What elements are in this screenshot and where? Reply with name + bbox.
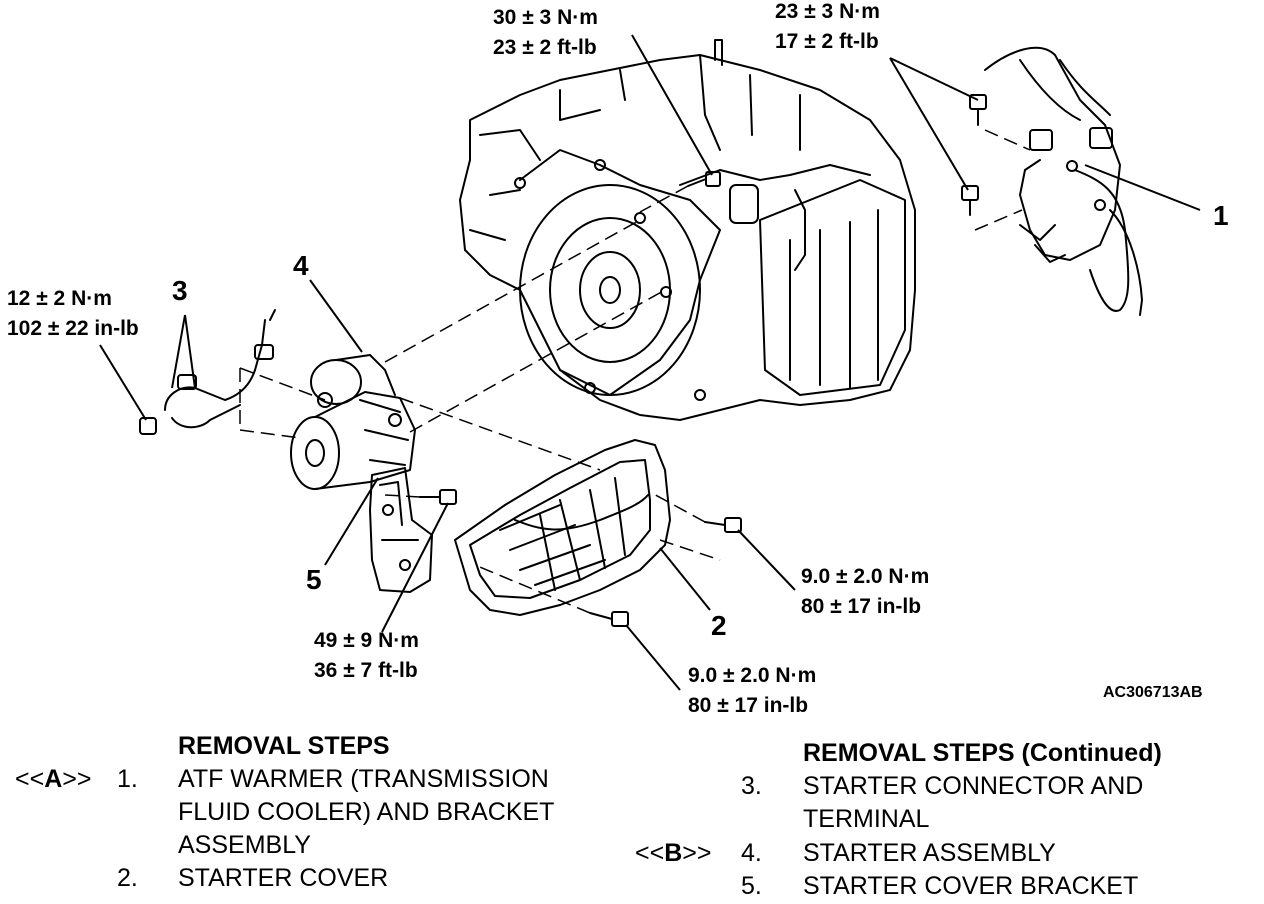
- torque-imperial: 80 ± 17 in-lb: [688, 694, 809, 717]
- step-4-tag: <<B>>: [635, 839, 712, 867]
- cover-bolts: [419, 171, 742, 627]
- leader-t-top-center: [631, 34, 713, 176]
- torque-nm: 49 ± 9 N·m: [314, 629, 419, 652]
- removal-steps-continued-heading: REMOVAL STEPS (Continued): [803, 739, 1162, 767]
- step-1-text-line-2: FLUID COOLER) AND BRACKET: [178, 798, 555, 826]
- leader-1: [1084, 164, 1201, 211]
- step-3-number: 3.: [741, 772, 762, 800]
- step-5-text: STARTER COVER BRACKET: [803, 872, 1139, 900]
- step-2-text: STARTER COVER: [178, 864, 389, 892]
- torque-nm: 23 ± 3 N·m: [775, 0, 880, 23]
- leader-t-left: [99, 344, 147, 421]
- leader-t-top-right-a: [889, 57, 979, 101]
- leader-t-right-lower: [625, 624, 681, 691]
- starter-connector: [139, 309, 276, 435]
- torque-imperial: 17 ± 2 ft-lb: [775, 30, 879, 53]
- callout-4: 4: [293, 250, 309, 281]
- torque-nm: 30 ± 3 N·m: [493, 6, 598, 29]
- torque-imperial: 36 ± 7 ft-lb: [314, 659, 418, 682]
- callout-1: 1: [1213, 200, 1229, 231]
- leader-2: [659, 547, 711, 611]
- leader-3b: [184, 314, 196, 389]
- step-1-text-line-3: ASSEMBLY: [178, 831, 311, 859]
- atf-bolts: [961, 94, 987, 216]
- leader-3a: [171, 314, 186, 389]
- step-5-number: 5.: [741, 872, 762, 900]
- torque-label-right-lower: 9.0 ± 2.0 N·m 80 ± 17 in-lb: [688, 661, 816, 721]
- torque-label-right-upper: 9.0 ± 2.0 N·m 80 ± 17 in-lb: [801, 562, 929, 622]
- callout-5: 5: [306, 564, 322, 595]
- leader-t-right-upper: [737, 529, 796, 591]
- step-3-text-line-2: TERMINAL: [803, 805, 930, 833]
- torque-label-bottom-center: 49 ± 9 N·m 36 ± 7 ft-lb: [314, 626, 419, 686]
- torque-imperial: 23 ± 2 ft-lb: [493, 36, 597, 59]
- callout-3: 3: [172, 275, 188, 306]
- torque-label-top-center: 30 ± 3 N·m 23 ± 2 ft-lb: [493, 3, 598, 63]
- torque-nm: 12 ± 2 N·m: [7, 287, 112, 310]
- step-3-text-line-1: STARTER CONNECTOR AND: [803, 772, 1144, 800]
- removal-steps-heading: REMOVAL STEPS: [178, 732, 390, 760]
- starter-cover-bracket: [369, 467, 433, 593]
- callout-2: 2: [711, 610, 727, 641]
- leader-t-bottom: [381, 502, 449, 633]
- figure-code: AC306713AB: [1103, 684, 1203, 701]
- step-1-text-line-1: ATF WARMER (TRANSMISSION: [178, 765, 549, 793]
- step-4-text: STARTER ASSEMBLY: [803, 839, 1056, 867]
- torque-imperial: 102 ± 22 in-lb: [7, 317, 139, 340]
- leader-t-top-right-b: [889, 57, 969, 191]
- torque-nm: 9.0 ± 2.0 N·m: [801, 565, 930, 588]
- torque-imperial: 80 ± 17 in-lb: [801, 595, 922, 618]
- step-4-number: 4.: [741, 839, 762, 867]
- step-2-number: 2.: [117, 864, 138, 892]
- step-1-number: 1.: [117, 765, 138, 793]
- torque-label-top-right: 23 ± 3 N·m 17 ± 2 ft-lb: [775, 0, 880, 57]
- torque-label-left: 12 ± 2 N·m 102 ± 22 in-lb: [7, 284, 139, 344]
- atf-warmer-assembly: [984, 46, 1143, 316]
- leader-5: [324, 477, 379, 566]
- torque-nm: 9.0 ± 2.0 N·m: [688, 664, 817, 687]
- step-1-tag: <<A>>: [15, 765, 92, 793]
- transmission-case: [459, 39, 916, 421]
- leader-4: [309, 279, 363, 353]
